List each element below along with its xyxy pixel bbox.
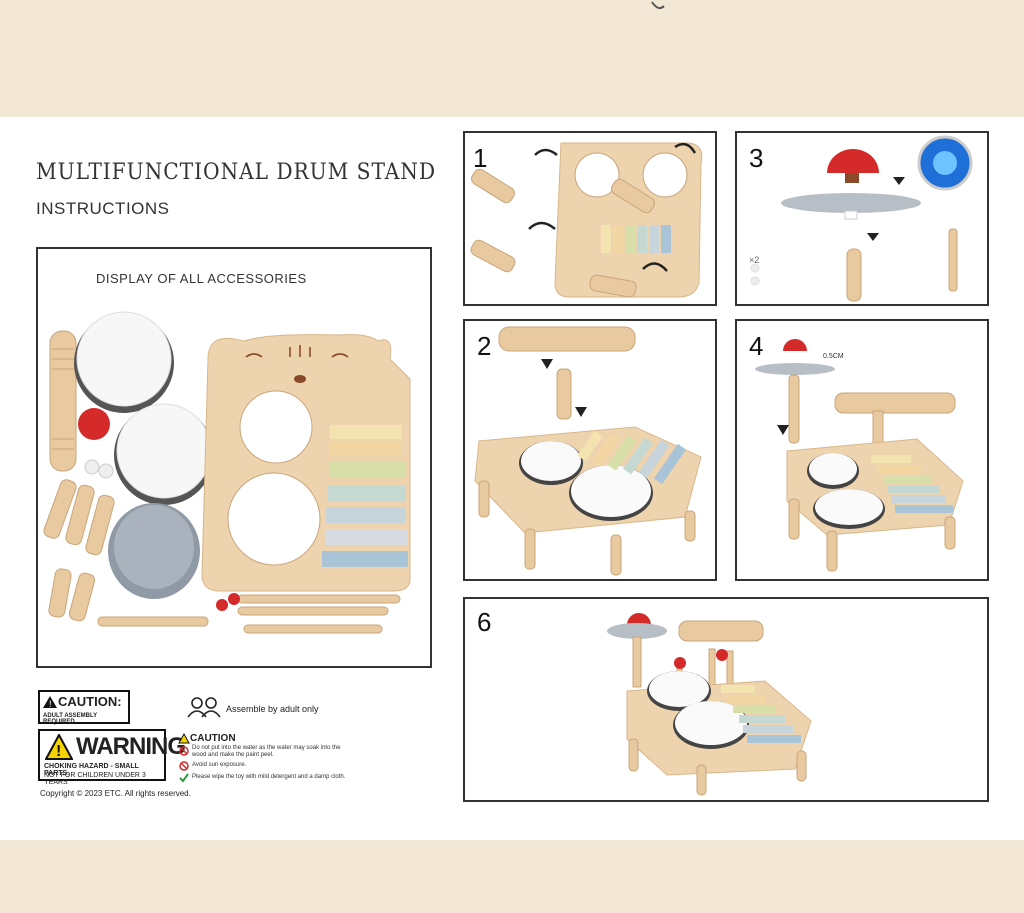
step-6-illustration [607, 613, 812, 796]
step-number: 6 [477, 607, 492, 637]
warning-line-1: CHOKING HAZARD - SMALL PARTS. [44, 763, 139, 777]
accessories-panel: DISPLAY OF ALL ACCESSORIES [36, 247, 432, 668]
decorative-mark [651, 1, 665, 10]
dimension-label: 0.5CM [823, 353, 844, 360]
warning-triangle-icon: ! [43, 696, 57, 709]
svg-text:!: ! [49, 699, 52, 709]
warning-triangle-icon [178, 733, 190, 744]
step-3-panel: 3 ×2 [735, 131, 989, 306]
prohibited-icon [179, 761, 189, 771]
caution-heading: CAUTION [190, 733, 236, 744]
caution-label: ! CAUTION: ADULT ASSEMBLY REQUIRED [38, 690, 130, 725]
step-4-panel: 4 0.5CM [735, 319, 989, 581]
prohibited-icon [179, 746, 189, 756]
step-4-illustration [755, 339, 964, 572]
warning-triangle-icon: ! [45, 734, 73, 760]
page-subtitle: INSTRUCTIONS [36, 199, 170, 218]
step-6-panel: 6 [463, 597, 989, 802]
warning-label: ! WARNING CHOKING HAZARD - SMALL PARTS. … [38, 729, 186, 786]
adults-icon [187, 697, 221, 718]
step-number: 4 [749, 331, 764, 361]
care-note: Do not put into the water as the water m… [192, 745, 341, 758]
warning-title: WARNING [76, 733, 186, 760]
check-icon [179, 773, 189, 783]
quantity-label: ×2 [749, 255, 760, 265]
step-number: 3 [749, 143, 764, 173]
care-note: Please wipe the toy with mild detergent … [192, 774, 346, 780]
step-1-illustration [470, 142, 703, 298]
caution-subtitle: ADULT ASSEMBLY REQUIRED [43, 713, 98, 725]
step-2-panel: 2 [463, 319, 717, 581]
step-number: 1 [473, 143, 488, 173]
page-title: MULTIFUNCTIONAL DRUM STAND [36, 160, 437, 185]
accessories-label: DISPLAY OF ALL ACCESSORIES [96, 271, 307, 286]
step-number: 2 [477, 331, 492, 361]
step-3-illustration [750, 135, 973, 302]
care-note: Avoid sun exposure. [192, 762, 247, 768]
accessories-illustration [43, 311, 411, 634]
step-1-panel: 1 [463, 131, 717, 306]
step-2-illustration [474, 326, 702, 576]
warning-line-2: NOT FOR CHILDREN UNDER 3 YEARS [44, 772, 146, 786]
adult-assembly-text: Assemble by adult only [226, 704, 319, 714]
svg-text:!: ! [56, 743, 61, 760]
caution-title: CAUTION: [58, 694, 122, 709]
copyright: Copyright © 2023 ETC. All rights reserve… [40, 789, 191, 798]
